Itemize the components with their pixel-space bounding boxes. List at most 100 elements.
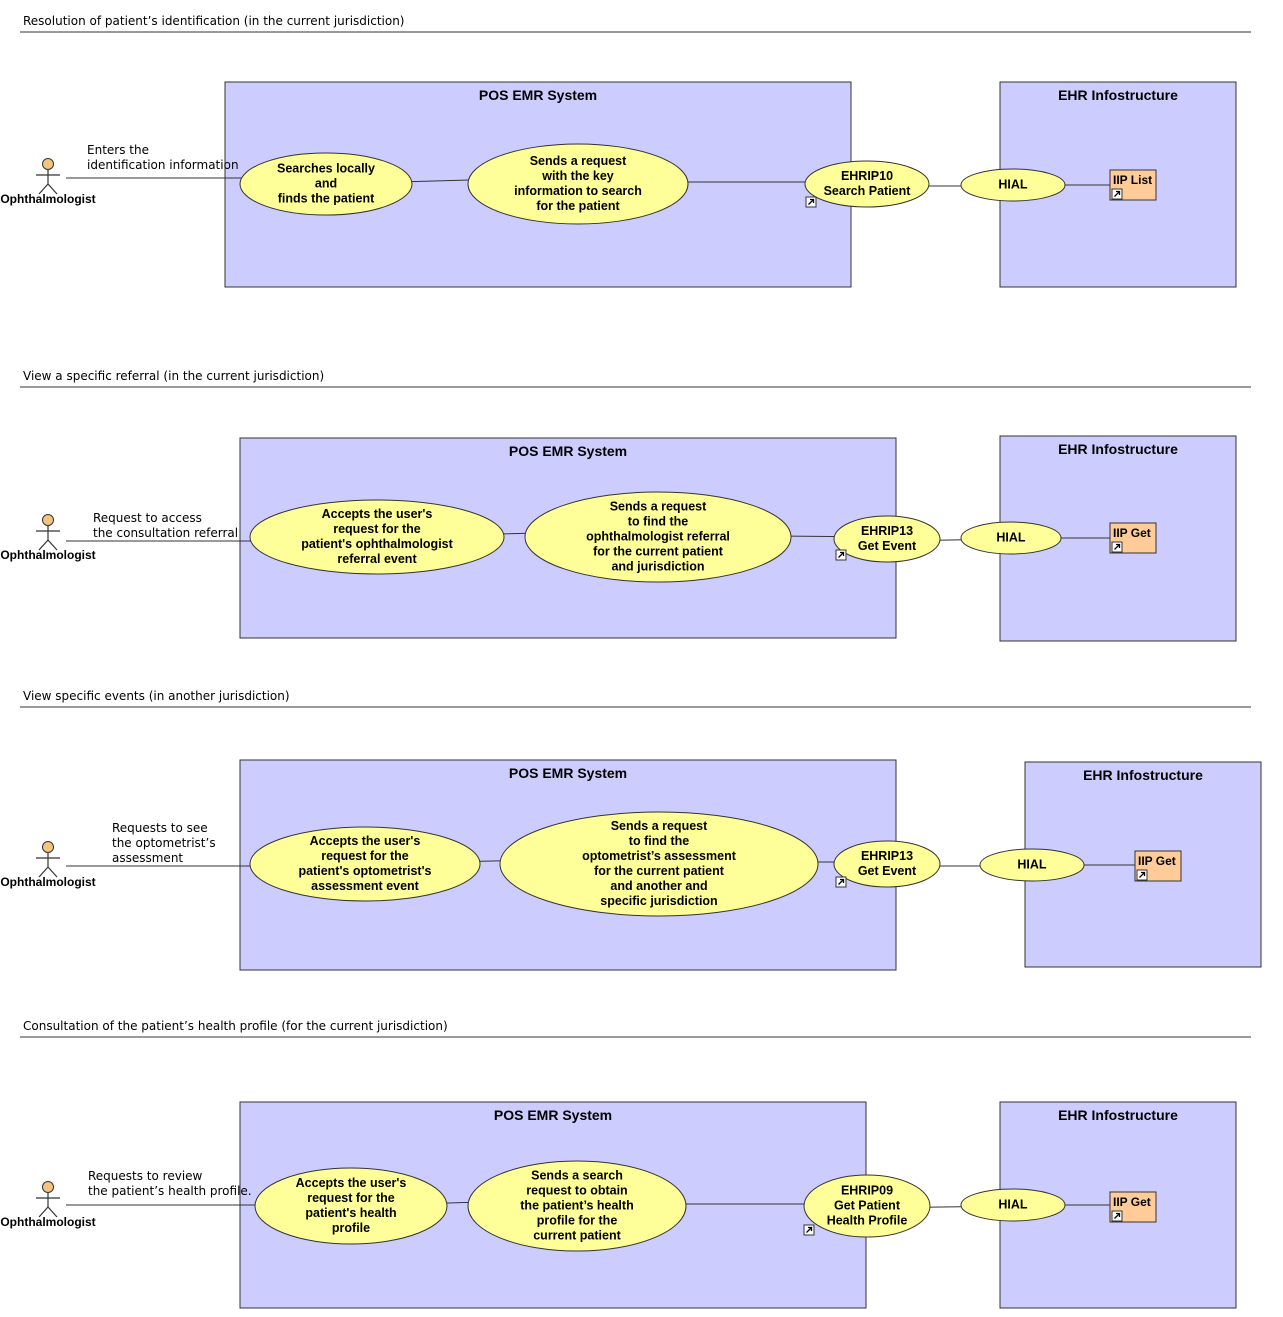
use-case-ehrip-service[interactable] xyxy=(804,160,930,208)
diagram-section-2: View a specific referral (in the current… xyxy=(0,369,1251,642)
use-case-hial[interactable] xyxy=(960,521,1062,555)
use-case-accept-request-label-line: referral event xyxy=(337,552,417,566)
actor-figure-icon xyxy=(36,853,60,878)
use-case-hial[interactable] xyxy=(979,848,1085,882)
use-case-send-request-label-line: and jurisdiction xyxy=(611,559,704,573)
use-case-send-request[interactable] xyxy=(467,143,689,225)
use-case-accept-request[interactable] xyxy=(249,499,505,575)
use-case-ehrip-service-label-line: EHRIP13 xyxy=(861,524,913,538)
diagram-section-1: Resolution of patient’s identification (… xyxy=(0,14,1251,288)
actor-label: Ophthalmologist xyxy=(0,875,95,889)
association-line xyxy=(66,176,1110,187)
pos-emr-system-title: POS EMR System xyxy=(479,87,597,103)
use-case-ehrip-service-label-line: EHRIP13 xyxy=(861,849,913,863)
use-case-accept-request-label-line: Accepts the user's xyxy=(310,834,421,848)
use-case-send-request-label-line: request to obtain xyxy=(526,1183,627,1197)
use-case-accept-request[interactable] xyxy=(249,826,481,902)
use-case-send-request-label-line: to find the xyxy=(628,514,688,528)
use-case-ehrip-service-label-line: EHRIP10 xyxy=(841,169,893,183)
use-case-send-request[interactable] xyxy=(467,1160,687,1252)
use-case-ehrip-service-label-line: Get Patient xyxy=(834,1198,901,1212)
use-case-accept-request-label-line: request for the xyxy=(321,849,409,863)
use-case-accept-request-label-line: patient's optometrist's xyxy=(298,864,431,878)
actor-ophthalmologist[interactable]: Ophthalmologist xyxy=(0,158,96,207)
use-case-send-request-label-line: current patient xyxy=(533,1228,621,1242)
actor-label: Ophthalmologist xyxy=(0,548,95,562)
shortcut-arrow-icon xyxy=(805,196,817,208)
shortcut-arrow-icon xyxy=(835,876,847,888)
use-case-send-request[interactable] xyxy=(524,491,792,583)
use-case-hial-label: HIAL xyxy=(996,530,1026,544)
actor-ophthalmologist[interactable]: Ophthalmologist xyxy=(0,1181,96,1230)
use-case-ehrip-service-label-line: Get Event xyxy=(858,539,917,553)
use-case-send-request-label-line: Sends a request xyxy=(611,819,708,833)
use-case-hial[interactable] xyxy=(960,168,1066,202)
ehr-infostructure-title: EHR Infostructure xyxy=(1058,1107,1178,1123)
use-case-accept-request-label-line: Searches locally xyxy=(277,161,375,175)
use-case-accept-request-label-line: and xyxy=(315,176,337,190)
use-case-accept-request-label-line: patient's ophthalmologist xyxy=(301,537,453,551)
use-case-accept-request-label-line: Accepts the user's xyxy=(296,1176,407,1190)
use-case-ehrip-service[interactable] xyxy=(833,840,941,888)
use-case-send-request[interactable] xyxy=(499,811,819,917)
iip-component-label: IIP List xyxy=(1113,173,1152,187)
use-case-accept-request-label-line: finds the patient xyxy=(278,191,375,205)
use-case-ehrip-service-label-line: Search Patient xyxy=(824,184,912,198)
use-case-send-request-label-line: with the key xyxy=(541,169,614,183)
diagram-section-4: Consultation of the patient’s health pro… xyxy=(0,1019,1251,1309)
use-case-accept-request-label-line: Accepts the user's xyxy=(322,507,433,521)
actor-action-note-line: Requests to review xyxy=(88,1169,203,1183)
actor-action-note-line: assessment xyxy=(112,851,183,865)
use-case-accept-request-label-line: patient's health xyxy=(305,1206,396,1220)
use-case-ehrip-service-label-line: Get Event xyxy=(858,864,917,878)
use-case-hial[interactable] xyxy=(960,1188,1066,1222)
actor-action-note-line: Enters the xyxy=(87,143,149,157)
use-case-accept-request-label-line: request for the xyxy=(307,1191,395,1205)
actor-action-note-line: the consultation referral xyxy=(93,526,238,540)
actor-head-icon xyxy=(42,158,54,170)
actor-head-icon xyxy=(42,514,54,526)
shortcut-arrow-icon xyxy=(1136,869,1148,881)
section-title: View a specific referral (in the current… xyxy=(23,369,324,383)
use-case-ehrip-service-label-line: Health Profile xyxy=(827,1213,908,1227)
actor-label: Ophthalmologist xyxy=(0,1215,95,1229)
pos-emr-system-title: POS EMR System xyxy=(494,1107,612,1123)
use-case-send-request-label-line: for the current patient xyxy=(593,544,724,558)
iip-component-label: IIP Get xyxy=(1113,1195,1151,1209)
use-case-send-request-label-line: specific jurisdiction xyxy=(600,894,717,908)
use-case-ehrip-service[interactable] xyxy=(833,515,941,563)
use-case-accept-request-label-line: assessment event xyxy=(311,879,420,893)
use-case-accept-request[interactable] xyxy=(254,1167,448,1245)
use-case-accept-request[interactable] xyxy=(239,152,413,216)
actor-ophthalmologist[interactable]: Ophthalmologist xyxy=(0,514,96,563)
use-case-hial-label: HIAL xyxy=(998,177,1028,191)
actor-figure-icon xyxy=(36,526,60,551)
section-title: Resolution of patient’s identification (… xyxy=(23,14,405,28)
use-case-ehrip-service-label-line: EHRIP09 xyxy=(841,1183,893,1197)
shortcut-arrow-icon xyxy=(835,549,847,561)
shortcut-arrow-icon xyxy=(803,1224,815,1236)
shortcut-arrow-icon xyxy=(1111,541,1123,553)
actor-figure-icon xyxy=(36,1193,60,1218)
use-case-accept-request-label-line: request for the xyxy=(333,522,421,536)
actor-ophthalmologist[interactable]: Ophthalmologist xyxy=(0,841,96,890)
use-case-send-request-label-line: to find the xyxy=(629,834,689,848)
actor-action-note-line: Request to access xyxy=(93,511,202,525)
actor-action-note-line: Requests to see xyxy=(112,821,208,835)
use-case-ehrip-service[interactable] xyxy=(803,1174,931,1238)
shortcut-arrow-icon xyxy=(1111,1210,1123,1222)
actor-label: Ophthalmologist xyxy=(0,192,95,206)
